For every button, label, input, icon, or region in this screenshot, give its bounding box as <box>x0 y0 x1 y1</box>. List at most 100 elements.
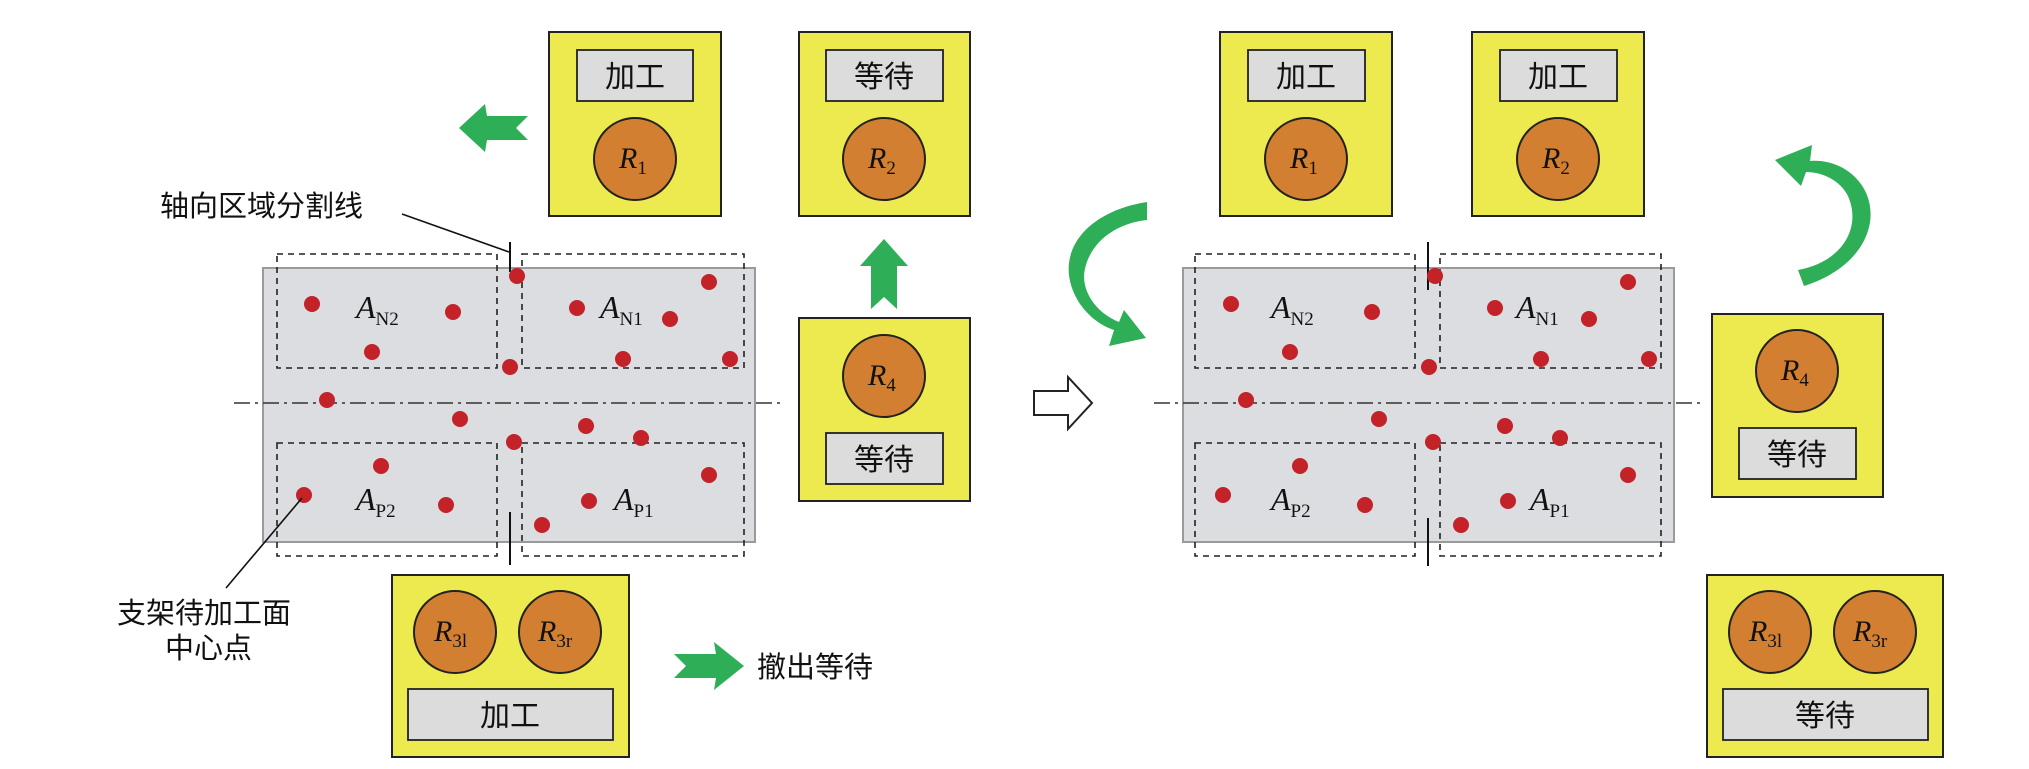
left-center-point <box>534 517 550 533</box>
right-station-r3: R3l R3r 等待 <box>1706 574 1944 758</box>
right-center-point <box>1620 274 1636 290</box>
right-robot-r4 <box>1755 329 1839 413</box>
left-state: AN2 AN1 AP2 AP1 轴向区域分割线 支架待加工面 中心点 <box>117 31 971 758</box>
right-center-point <box>1223 296 1239 312</box>
left-center-point <box>581 493 597 509</box>
right-center-point <box>1620 467 1636 483</box>
right-center-point <box>1581 311 1597 327</box>
left-station-r2: 等待 R2 <box>798 31 971 217</box>
right-center-point <box>1427 268 1443 284</box>
right-center-point <box>1357 497 1373 513</box>
left-robot-r4 <box>842 334 926 418</box>
right-r2-status: 加工 <box>1528 60 1588 95</box>
left-r3r-label: R3r <box>537 615 573 652</box>
left-region-n2-box <box>276 253 498 369</box>
left-region-n1-label: AN1 <box>598 289 643 330</box>
left-robot-r3l <box>413 590 497 674</box>
center-point-label-line1: 支架待加工面 <box>117 596 291 630</box>
right-station-r4: R4 等待 <box>1711 313 1884 498</box>
right-r3r-label: R3r <box>1852 615 1888 652</box>
left-r3l-label: R3l <box>433 615 467 652</box>
left-robot-r3r <box>518 590 602 674</box>
right-center-point <box>1282 344 1298 360</box>
right-r1-label: R1 <box>1289 142 1318 179</box>
right-center-point <box>1364 304 1380 320</box>
right-r4-label: R4 <box>1780 354 1809 391</box>
left-center-point <box>569 300 585 316</box>
right-center-point <box>1552 430 1568 446</box>
left-robot-r1 <box>593 117 677 201</box>
transition-arrow-icon <box>1033 374 1094 432</box>
left-r3-status: 加工 <box>480 699 540 734</box>
left-robot-r2 <box>842 117 926 201</box>
left-center-point <box>509 268 525 284</box>
left-station-r3: R3l R3r 加工 <box>391 574 630 758</box>
right-center-point <box>1497 418 1513 434</box>
left-center-point <box>452 411 468 427</box>
withdraw-arrow-up-icon <box>860 239 908 309</box>
right-center-point <box>1425 434 1441 450</box>
legend-arrow-icon-fix <box>674 642 744 690</box>
right-region-p1-box <box>1439 442 1662 557</box>
split-line-leader <box>401 213 510 253</box>
right-r3-status: 等待 <box>1795 699 1855 734</box>
right-state: AN2 AN1 AP2 AP1 加工 R1 <box>1068 31 1944 758</box>
right-r2-label: R2 <box>1541 142 1570 179</box>
right-r4-status: 等待 <box>1767 438 1827 473</box>
left-center-point <box>373 458 389 474</box>
withdraw-arrow-left-icon <box>459 104 528 152</box>
left-r1-status: 加工 <box>605 60 665 95</box>
left-center-point <box>578 418 594 434</box>
right-region-n1-label: AN1 <box>1514 289 1559 330</box>
left-center-point <box>502 359 518 375</box>
center-point-leader <box>225 497 303 589</box>
right-r3l-label: R3l <box>1748 615 1782 652</box>
right-center-point <box>1238 392 1254 408</box>
left-center-point <box>701 467 717 483</box>
right-work-panel <box>1182 267 1675 543</box>
right-center-point <box>1371 411 1387 427</box>
right-region-p2-box <box>1194 442 1416 557</box>
right-center-point <box>1421 359 1437 375</box>
left-r2-label: R2 <box>867 142 896 179</box>
left-center-point <box>296 487 312 503</box>
right-region-p1-label: AP1 <box>1528 481 1570 522</box>
right-center-point <box>1453 517 1469 533</box>
right-robot-r3r <box>1833 590 1917 674</box>
left-center-point <box>319 392 335 408</box>
left-station-r4: R4 等待 <box>798 317 971 502</box>
left-region-p2-box <box>276 442 498 557</box>
right-center-point <box>1500 493 1516 509</box>
right-robot-r2 <box>1516 117 1600 201</box>
left-center-point <box>304 296 320 312</box>
right-region-n2-label: AN2 <box>1269 289 1314 330</box>
left-r2-status: 等待 <box>854 60 914 95</box>
left-r4-label: R4 <box>867 359 896 396</box>
right-region-n2-box <box>1194 253 1416 369</box>
right-station-r1: 加工 R1 <box>1219 31 1393 217</box>
left-region-n1-box <box>521 253 745 369</box>
left-center-point <box>701 274 717 290</box>
left-r4-status: 等待 <box>854 443 914 478</box>
left-station-r1: 加工 R1 <box>548 31 722 217</box>
left-center-point <box>506 434 522 450</box>
split-line-label: 轴向区域分割线 <box>160 189 363 223</box>
left-region-p1-label: AP1 <box>612 481 654 522</box>
right-r1-status: 加工 <box>1276 60 1336 95</box>
left-region-p2-label: AP2 <box>354 481 396 522</box>
right-center-point <box>1533 351 1549 367</box>
legend-withdraw-label: 撤出等待 <box>757 650 873 684</box>
left-region-n2-label: AN2 <box>354 289 399 330</box>
right-region-p2-label: AP2 <box>1269 481 1311 522</box>
left-center-point <box>722 351 738 367</box>
swap-arrow-right-icon <box>1775 145 1871 286</box>
left-center-point <box>364 344 380 360</box>
right-center-point <box>1215 487 1231 503</box>
left-center-point <box>615 351 631 367</box>
right-center-point <box>1292 458 1308 474</box>
right-station-r2: 加工 R2 <box>1471 31 1645 217</box>
left-center-point <box>438 497 454 513</box>
swap-arrow-left-icon <box>1068 202 1147 346</box>
left-center-point <box>445 304 461 320</box>
